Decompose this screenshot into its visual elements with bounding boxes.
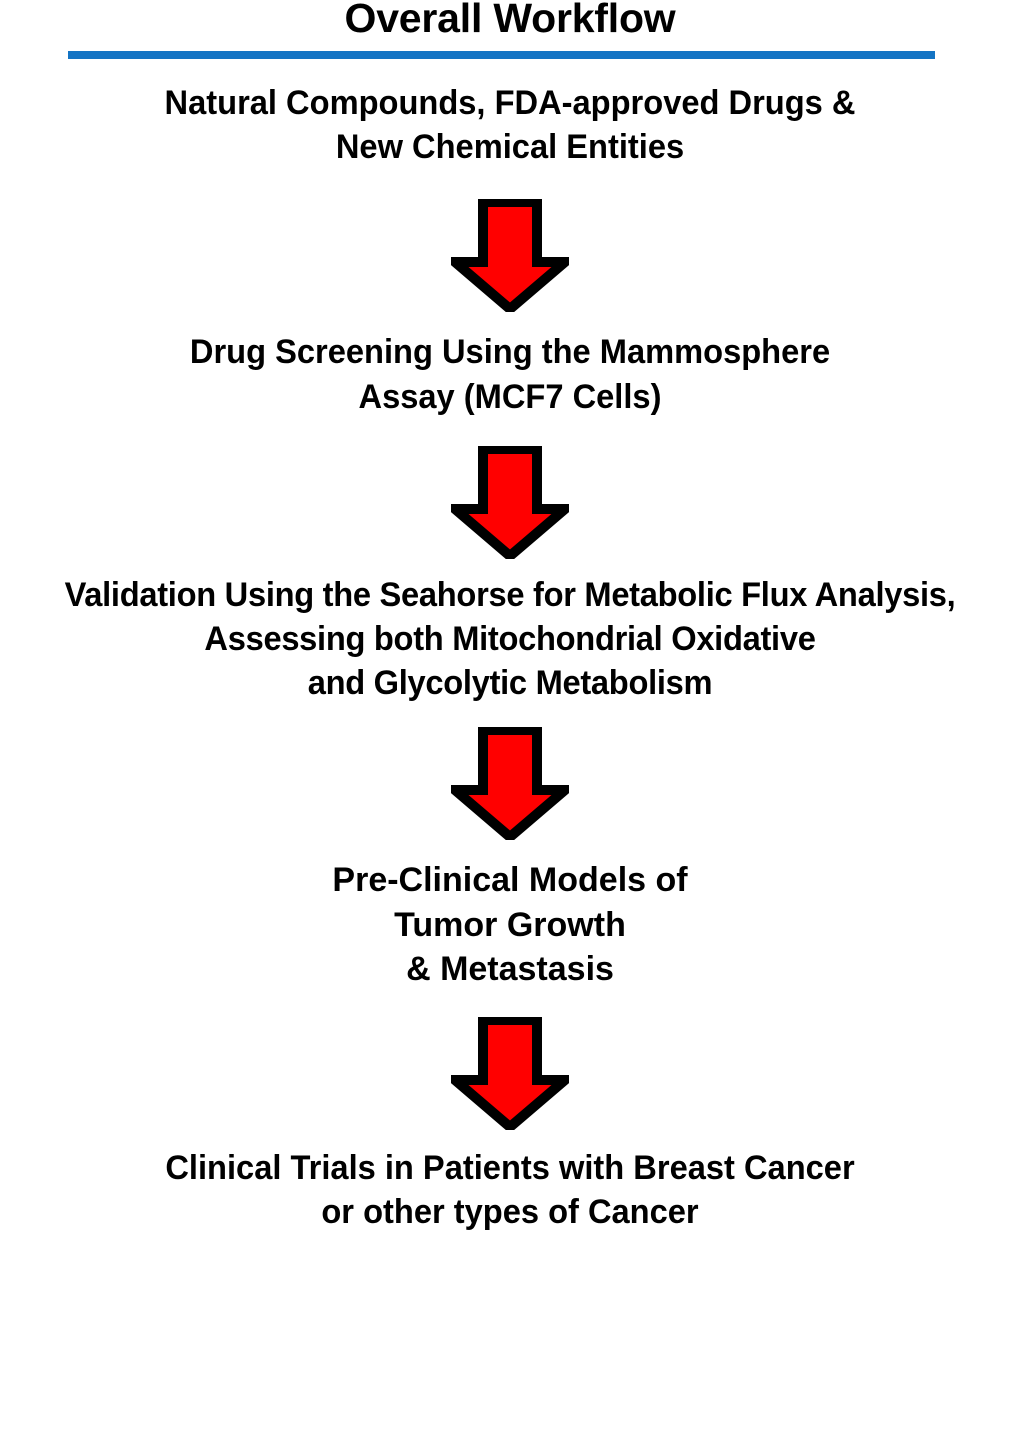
step-2-line-2: Assay (MCF7 Cells) [358, 377, 662, 416]
workflow-step-3: Validation Using the Seahorse for Metabo… [20, 573, 999, 706]
step-1-line-2: New Chemical Entities [335, 128, 685, 167]
blue-rule [68, 51, 935, 59]
workflow-step-1: Natural Compounds, FDA-approved Drugs & … [20, 81, 999, 169]
down-arrow-icon [451, 727, 569, 841]
step-3-line-2: Assessing both Mitochondrial Oxidative [204, 619, 816, 658]
step-3-line-3: and Glycolytic Metabolism [307, 664, 713, 703]
title-divider [0, 39, 1020, 65]
step-4-line-3: & Metastasis [406, 949, 614, 988]
down-arrow-icon [451, 1016, 569, 1130]
step-3-line-1: Validation Using the Seahorse for Metabo… [64, 575, 956, 614]
step-1-line-1: Natural Compounds, FDA-approved Drugs & [164, 84, 856, 122]
figure-title: Overall Workflow [344, 0, 676, 41]
step-2-line-1: Drug Screening Using the Mammosphere [189, 333, 831, 372]
workflow-step-2: Drug Screening Using the Mammosphere Ass… [20, 330, 999, 418]
step-4-line-2: Tumor Growth [394, 905, 626, 944]
step-4-line-1: Pre-Clinical Models of [332, 861, 688, 900]
workflow-step-5: Clinical Trials in Patients with Breast … [20, 1146, 999, 1234]
down-arrow-icon [451, 199, 569, 313]
down-arrow-icon [451, 445, 569, 559]
workflow-step-4: Pre-Clinical Models of Tumor Growth & Me… [0, 858, 1020, 991]
step-5-line-1: Clinical Trials in Patients with Breast … [165, 1148, 855, 1187]
step-5-line-2: or other types of Cancer [321, 1193, 699, 1232]
